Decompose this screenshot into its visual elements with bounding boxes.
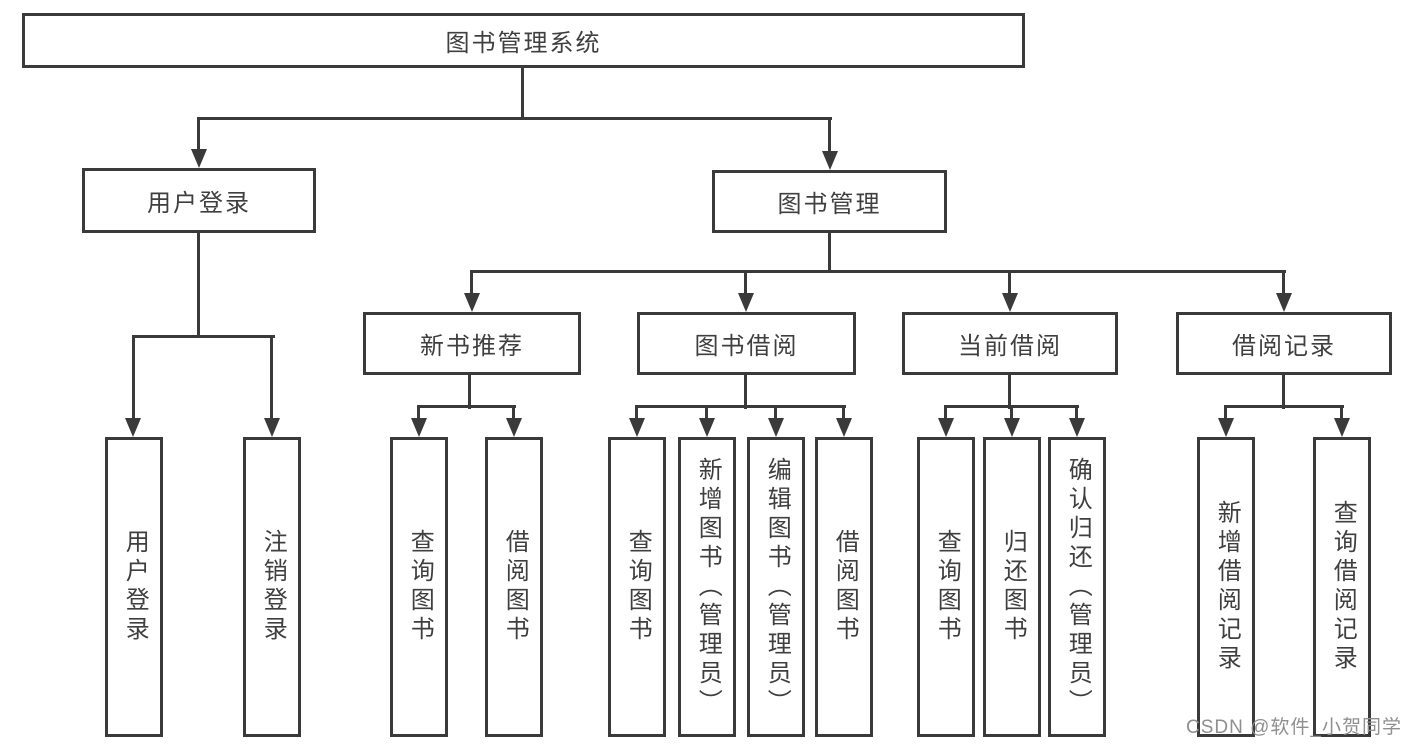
leaf-label: 借阅图书: [831, 529, 859, 645]
connector-line: [944, 405, 947, 420]
connector-line: [1282, 270, 1285, 295]
leaf-label: 归还图书: [999, 529, 1027, 645]
arrow-down-icon: [768, 418, 784, 437]
connector-line: [828, 230, 831, 273]
arrow-down-icon: [699, 418, 715, 437]
leaf-label: 查询借阅记录: [1329, 500, 1357, 674]
leaf-label: 编辑图书（管理员）: [763, 456, 791, 718]
connector-line: [1008, 270, 1011, 295]
connector-line: [774, 405, 777, 420]
node-label: 借阅记录: [1232, 333, 1336, 360]
node-book-management: 图书管理: [712, 170, 947, 233]
connector-line: [635, 405, 638, 420]
arrow-down-icon: [822, 151, 838, 170]
leaf-label: 新增借阅记录: [1213, 500, 1241, 674]
connector-line: [470, 270, 473, 295]
leaf-label: 用户登录: [121, 529, 149, 645]
connector-line: [1224, 405, 1344, 408]
leaf-return-books: 归还图书: [983, 437, 1041, 737]
arrow-down-icon: [738, 293, 754, 312]
arrow-down-icon: [1002, 293, 1018, 312]
node-label: 新书推荐: [420, 333, 524, 360]
arrow-down-icon: [464, 293, 480, 312]
leaf-edit-book-admin: 编辑图书（管理员）: [747, 437, 805, 737]
connector-line: [744, 270, 747, 295]
leaf-label: 新增图书（管理员）: [694, 456, 722, 718]
connector-line: [635, 405, 846, 408]
arrow-down-icon: [125, 418, 141, 437]
arrow-down-icon: [938, 418, 954, 437]
node-library-management-system: 图书管理系统: [22, 13, 1025, 68]
connector-line: [828, 117, 831, 152]
connector-line: [521, 66, 524, 119]
arrow-down-icon: [1218, 418, 1234, 437]
leaf-label: 查询图书: [933, 529, 961, 645]
connector-line: [512, 405, 515, 420]
node-borrowing-records: 借阅记录: [1176, 312, 1392, 375]
leaf-label: 查询图书: [406, 529, 434, 645]
leaf-confirm-return-admin: 确认归还（管理员）: [1048, 437, 1106, 737]
arrow-down-icon: [1004, 418, 1020, 437]
arrow-down-icon: [191, 149, 207, 168]
leaf-query-books-current: 查询图书: [917, 437, 975, 737]
arrow-down-icon: [1069, 418, 1085, 437]
connector-line: [1008, 373, 1011, 409]
node-new-book-recommendation: 新书推荐: [363, 312, 581, 375]
connector-line: [470, 270, 1286, 273]
arrow-down-icon: [629, 418, 645, 437]
connector-line: [417, 405, 420, 420]
node-label: 用户登录: [147, 190, 251, 217]
arrow-down-icon: [1276, 293, 1292, 312]
csdn-watermark: CSDN @软件_小贺同学: [1186, 717, 1402, 738]
connector-line: [1340, 405, 1343, 420]
leaf-logout: 注销登录: [243, 437, 301, 737]
connector-line: [1224, 405, 1227, 420]
arrow-down-icon: [836, 418, 852, 437]
arrow-down-icon: [264, 418, 280, 437]
connector-line: [197, 117, 200, 150]
connector-line: [1282, 373, 1285, 409]
leaf-user-login: 用户登录: [105, 437, 163, 737]
connector-line: [744, 373, 747, 409]
connector-line: [705, 405, 708, 420]
leaf-borrow-books-recommend: 借阅图书: [485, 437, 543, 737]
node-user-login: 用户登录: [82, 168, 316, 233]
connector-line: [132, 335, 135, 420]
node-book-borrowing: 图书借阅: [637, 312, 856, 375]
leaf-label: 注销登录: [259, 529, 287, 645]
connector-line: [468, 373, 471, 409]
leaf-label: 确认归还（管理员）: [1064, 456, 1092, 718]
leaf-query-borrow-record: 查询借阅记录: [1313, 437, 1371, 737]
node-label: 图书管理: [777, 191, 882, 218]
arrow-down-icon: [506, 418, 522, 437]
connector-line: [1075, 405, 1078, 420]
leaf-add-book-admin: 新增图书（管理员）: [678, 437, 736, 737]
connector-line: [132, 335, 275, 338]
node-label: 图书管理系统: [445, 30, 602, 57]
node-label: 当前借阅: [958, 333, 1062, 360]
connector-line: [842, 405, 845, 420]
connector-line: [197, 231, 200, 337]
leaf-borrow-books: 借阅图书: [815, 437, 873, 737]
node-current-borrowing: 当前借阅: [902, 312, 1118, 375]
leaf-label: 借阅图书: [501, 529, 529, 645]
node-label: 图书借阅: [694, 333, 799, 360]
arrow-down-icon: [1334, 418, 1350, 437]
connector-line: [197, 117, 832, 120]
leaf-query-books-recommend: 查询图书: [390, 437, 448, 737]
leaf-add-borrow-record: 新增借阅记录: [1197, 437, 1255, 737]
connector-line: [270, 335, 273, 420]
leaf-query-books-borrow: 查询图书: [608, 437, 666, 737]
arrow-down-icon: [411, 418, 427, 437]
leaf-label: 查询图书: [624, 529, 652, 645]
connector-line: [1010, 405, 1013, 420]
connector-line: [417, 405, 516, 408]
